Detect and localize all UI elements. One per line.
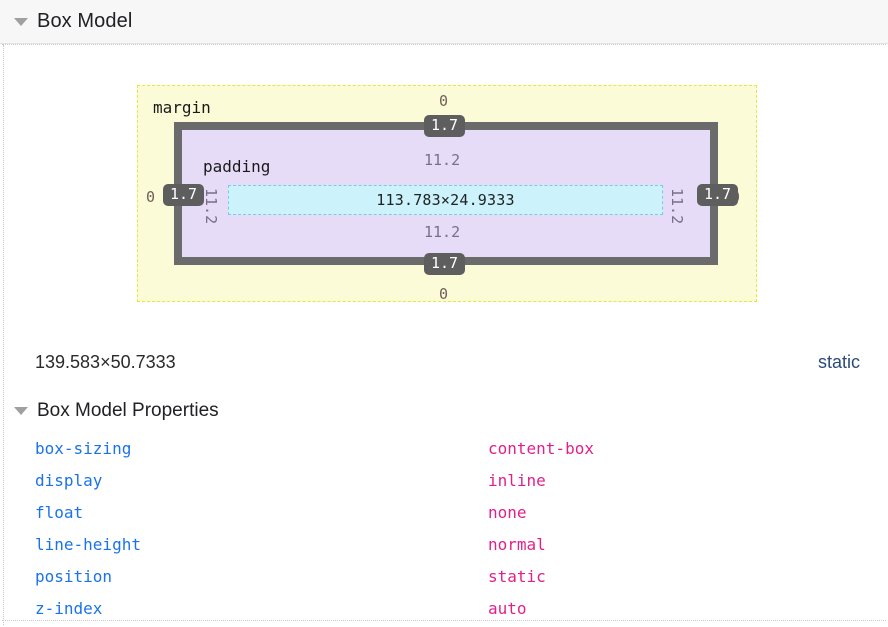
content-box[interactable]: 113.783×24.9333 xyxy=(228,185,663,215)
table-row[interactable]: float none xyxy=(0,496,888,528)
bottom-divider xyxy=(2,620,886,621)
border-left-value[interactable]: 1.7 xyxy=(163,184,205,206)
table-row[interactable]: position static xyxy=(0,560,888,592)
property-value[interactable]: auto xyxy=(488,598,527,618)
property-name[interactable]: float xyxy=(35,502,84,522)
box-model-summary: 139.583×50.7333 static xyxy=(0,352,888,392)
property-value[interactable]: inline xyxy=(488,470,546,490)
padding-right-value[interactable]: 11.2 xyxy=(668,188,686,225)
position-value-label: static xyxy=(817,352,860,372)
content-size-label: 113.783×24.9333 xyxy=(376,191,515,209)
margin-region-label: margin xyxy=(153,98,211,117)
property-name[interactable]: box-sizing xyxy=(35,438,132,458)
header-divider xyxy=(2,44,886,45)
border-right-value[interactable]: 1.7 xyxy=(697,184,739,206)
panel-left-guide xyxy=(3,45,4,625)
padding-region-label: padding xyxy=(203,157,271,176)
padding-bottom-value[interactable]: 11.2 xyxy=(424,223,461,241)
padding-top-value[interactable]: 11.2 xyxy=(424,151,461,169)
box-model-diagram: margin border padding 113.783×24.9333 0 … xyxy=(0,45,888,335)
property-name[interactable]: line-height xyxy=(35,534,141,554)
property-value[interactable]: static xyxy=(488,566,546,586)
border-top-value[interactable]: 1.7 xyxy=(424,115,466,137)
page-title: Box Model xyxy=(37,10,133,32)
margin-left-value[interactable]: 0 xyxy=(146,188,156,206)
triangle-down-icon[interactable] xyxy=(14,17,28,26)
margin-bottom-value[interactable]: 0 xyxy=(439,285,449,303)
table-row[interactable]: line-height normal xyxy=(0,528,888,560)
property-name[interactable]: position xyxy=(35,566,113,586)
property-name[interactable]: z-index xyxy=(35,598,103,618)
property-name[interactable]: display xyxy=(35,470,103,490)
property-value[interactable]: content-box xyxy=(488,438,594,458)
border-bottom-value[interactable]: 1.7 xyxy=(424,253,466,275)
property-value[interactable]: normal xyxy=(488,534,546,554)
total-dimensions-label: 139.583×50.7333 xyxy=(35,352,176,372)
triangle-down-icon[interactable] xyxy=(14,407,28,415)
padding-left-value[interactable]: 11.2 xyxy=(202,188,220,225)
table-row[interactable]: box-sizing content-box xyxy=(0,432,888,464)
table-row[interactable]: z-index auto xyxy=(0,592,888,624)
box-model-panel-header[interactable]: Box Model xyxy=(0,0,888,44)
margin-top-value[interactable]: 0 xyxy=(439,92,449,110)
table-row[interactable]: display inline xyxy=(0,464,888,496)
box-model-properties-list: box-sizing content-box display inline fl… xyxy=(0,432,888,624)
property-value[interactable]: none xyxy=(488,502,527,522)
box-model-properties-header[interactable]: Box Model Properties xyxy=(0,396,888,426)
properties-section-title: Box Model Properties xyxy=(37,400,219,421)
